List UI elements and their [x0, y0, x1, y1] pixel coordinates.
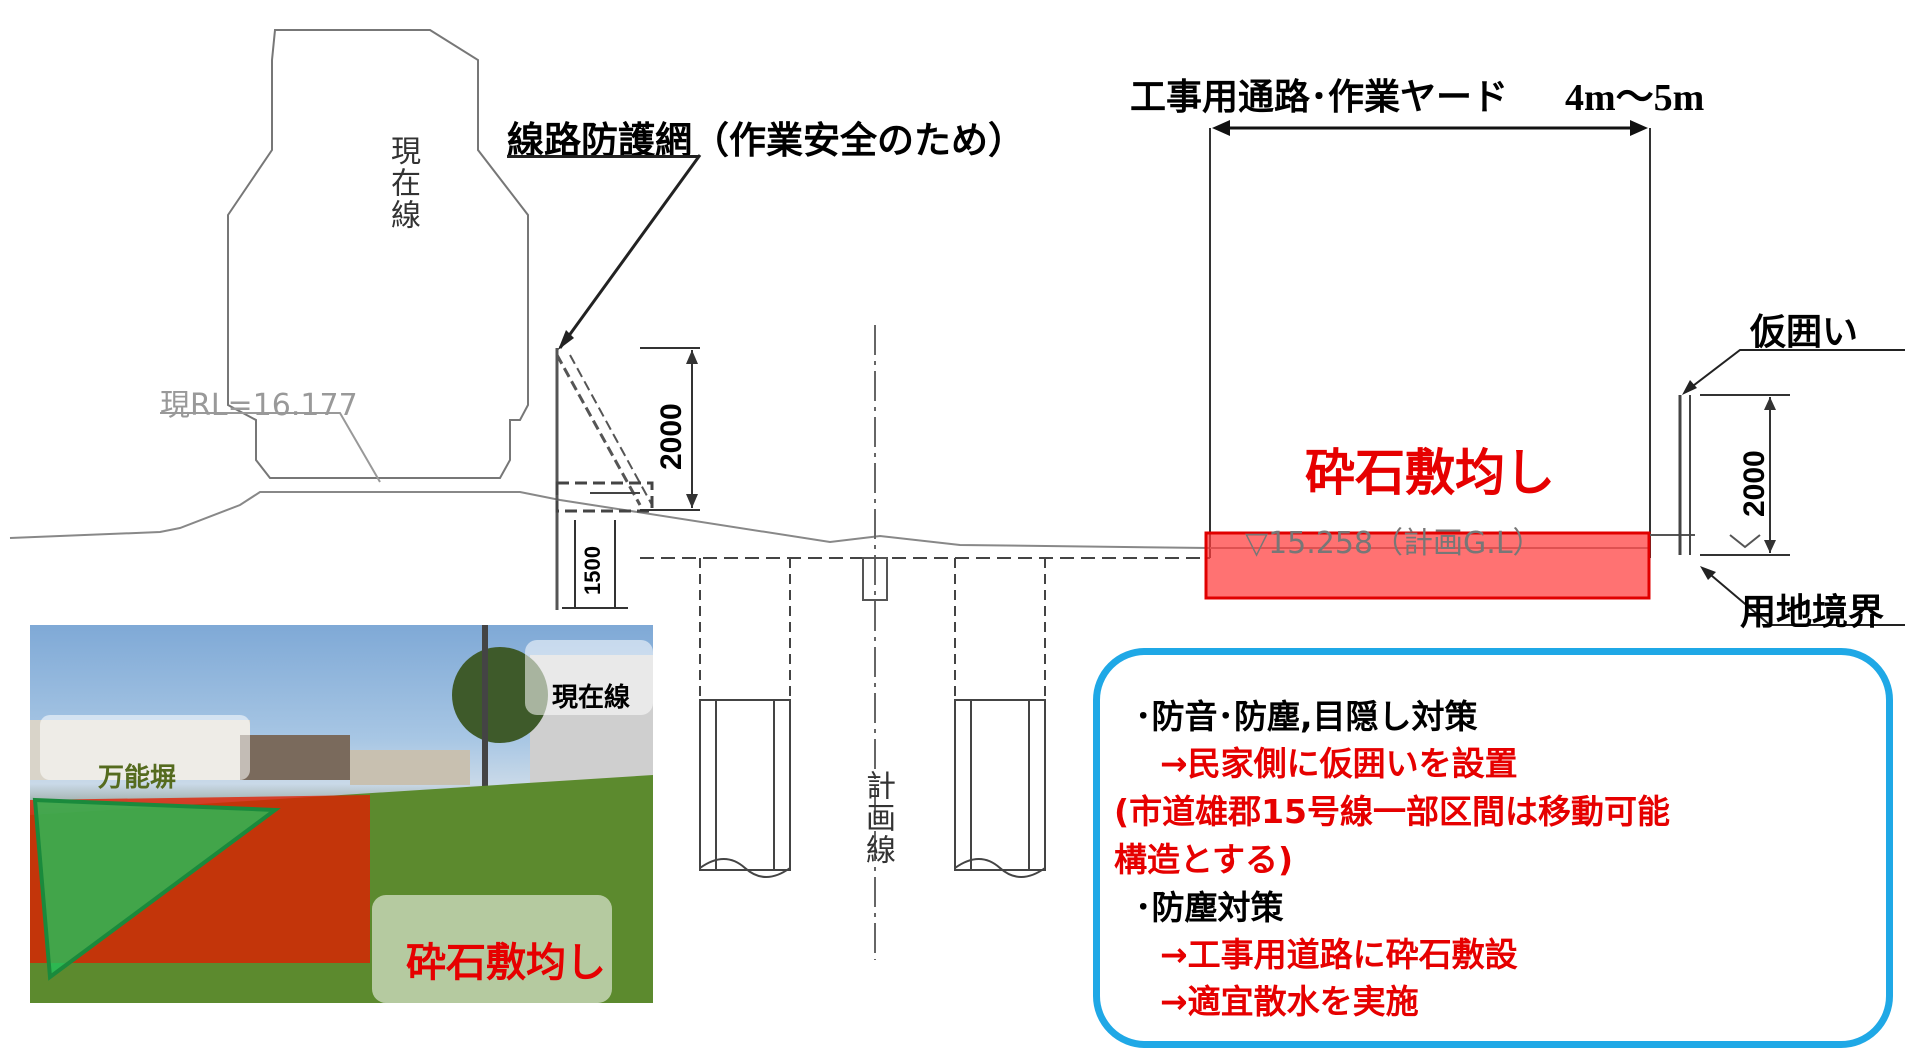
work-yard-width: 4m～5m — [1565, 77, 1705, 119]
gravel-spreading-label: 砕石敷均し — [1305, 444, 1555, 502]
planned-line-vertical-label: 計画線 — [860, 770, 895, 866]
wall-green-shape — [32, 797, 281, 981]
work-yard-label: 工事用通路･作業ヤード — [1130, 77, 1509, 118]
ground-line — [9, 491, 1211, 549]
note-fence-measure: →民家側に仮囲いを設置 — [1160, 744, 1518, 783]
photo-gravel-label: 砕石敷均し — [406, 940, 606, 986]
dimension-1500: 1500 — [580, 546, 605, 595]
note-gravel-measure: →工事用道路に砕石敷設 — [1160, 935, 1518, 974]
dimension-2000-right: 2000 — [1738, 450, 1771, 517]
protective-net-label: 線路防護網（作業安全のため） — [507, 119, 1025, 162]
note-movable-structure: 構造とする) — [1114, 840, 1294, 879]
planned-ground-level: ▽15.258（計画G.L） — [1245, 526, 1543, 561]
current-rail-level: 現RL=16.177 — [160, 388, 358, 423]
photo-current-line-label: 現在線 — [552, 683, 631, 713]
net-label-underline — [507, 155, 699, 158]
site-boundary-label: 用地境界 — [1740, 592, 1885, 633]
cross-section-drawing — [9, 29, 1905, 960]
note-movable-section: (市道雄郡15号線一部区間は移動可能 — [1114, 792, 1671, 831]
note-water-spray-measure: →適宜散水を実施 — [1160, 982, 1419, 1021]
current-line-vertical-label: 現在線 — [385, 135, 420, 231]
site-photo: 現在線 万能塀 砕石敷均し — [30, 625, 653, 1003]
note-noise-dust-heading: ･防音･防塵,目隠し対策 — [1135, 697, 1478, 736]
site-photo-illustration — [30, 625, 653, 1003]
dimension-2000-left: 2000 — [655, 403, 688, 470]
train-outline — [227, 29, 529, 479]
temporary-fence-label: 仮囲い — [1750, 312, 1859, 353]
photo-wall-label: 万能塀 — [98, 763, 177, 793]
note-dust-heading: ･防塵対策 — [1135, 888, 1284, 927]
rl-leader — [160, 412, 381, 483]
countermeasures-note-box: ･防音･防塵,目隠し対策 →民家側に仮囲いを設置 (市道雄郡15号線一部区間は移… — [1093, 648, 1893, 1048]
gravel-highlight — [1204, 531, 1651, 600]
